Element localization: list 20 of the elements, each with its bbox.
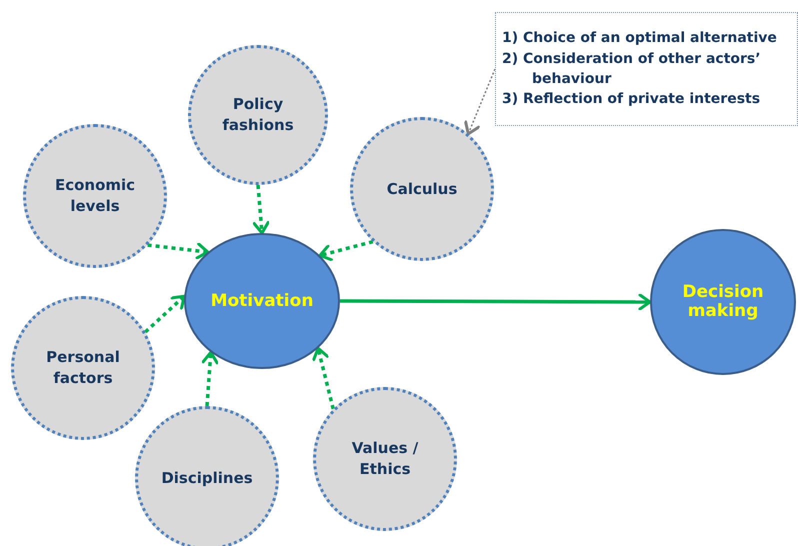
node-label: Policy fashions xyxy=(221,94,295,136)
dashed-arrow xyxy=(147,242,210,260)
dashed-arrow xyxy=(252,184,270,234)
dashed-arrow xyxy=(312,346,335,410)
list-item: 2) Consideration of other actors’ behaviour xyxy=(502,50,762,89)
dashed-arrow xyxy=(202,350,219,406)
node-label: Disciplines xyxy=(161,468,253,488)
list-item: 3) Reflection of private interests xyxy=(502,90,760,110)
dashed-arrow xyxy=(318,240,374,262)
dashed-arrow xyxy=(144,294,186,334)
node-label: Economic levels xyxy=(54,175,136,217)
node-label: Values / Ethics xyxy=(350,438,420,480)
arrow xyxy=(340,293,652,310)
dashed-arrow xyxy=(464,68,496,136)
node-label: Calculus xyxy=(386,178,458,200)
node-label: Personal factors xyxy=(45,347,121,389)
node-label: Motivation xyxy=(210,292,314,310)
list-item: 1) Choice of an optimal alternative xyxy=(502,29,777,48)
note-box xyxy=(495,12,798,126)
node-label: Decision making xyxy=(681,283,765,321)
